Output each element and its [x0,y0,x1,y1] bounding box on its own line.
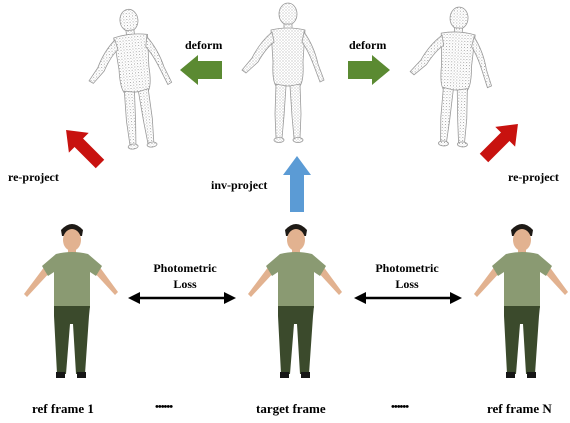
person-shirt [42,252,102,308]
mesh-left-leg [123,90,140,145]
person-ref-frame-N [474,224,568,378]
reproject-arrow-right [474,114,528,168]
mesh-left-foot [128,144,138,150]
mesh-torso [438,31,475,91]
mesh-left-arm [85,40,121,84]
mesh-left-arm [242,32,274,73]
person-left-shoe [506,372,515,378]
person-pants [504,306,540,374]
mesh-left-foot [274,138,284,143]
person-ref-frame-1 [24,224,118,378]
deform-arrow-left [180,55,222,85]
mesh-right-foot [293,138,303,143]
loss-left-line-1: Photometric [130,260,240,276]
label-ref-frame-N: ref frame N [487,401,552,417]
person-pants [278,306,314,374]
loss-arrow-right [354,292,462,304]
label-inv-project: inv-project [211,178,267,193]
label-photometric-loss-left: Photometric Loss [130,260,240,292]
mesh-left-leg [275,84,286,138]
reproject-arrow-left [56,120,110,174]
mesh-figure-center [242,3,324,143]
mesh-figure-right [406,5,495,149]
mesh-head [119,8,139,32]
label-deform-left: deform [185,38,222,53]
mesh-head [279,3,297,25]
inv-project-arrow [283,156,311,212]
ellipsis-left: •••••• [155,401,172,413]
person-right-shoe [527,372,536,378]
mesh-right-leg [138,89,155,144]
ellipsis-right: •••••• [391,401,408,413]
mesh-figure-left [82,6,178,153]
mesh-right-arm [302,32,324,82]
mesh-left-leg [440,87,454,142]
loss-arrow-left [128,292,236,304]
person-head [63,229,81,251]
deform-arrow-right [348,55,390,85]
person-left-shoe [280,372,289,378]
person-right-shoe [301,372,310,378]
person-right-shoe [77,372,86,378]
person-pants [54,306,90,374]
label-deform-right: deform [349,38,386,53]
label-photometric-loss-right: Photometric Loss [352,260,462,292]
label-ref-frame-1: ref frame 1 [32,401,94,417]
mesh-left-foot [438,141,448,147]
mesh-torso [271,28,305,86]
mesh-right-leg [455,88,469,143]
mesh-head [449,7,468,30]
person-head [513,229,531,251]
label-target-frame: target frame [256,401,326,417]
person-left-shoe [56,372,65,378]
loss-left-line-2: Loss [130,276,240,292]
mesh-right-foot [457,142,467,148]
mesh-right-arm [469,37,494,88]
label-reproject-left: re-project [8,170,59,185]
label-reproject-right: re-project [508,170,559,185]
person-head [287,229,305,251]
person-shirt [266,252,326,308]
person-shirt [492,252,552,308]
mesh-right-leg [290,84,301,138]
loss-right-line-2: Loss [352,276,462,292]
loss-right-line-1: Photometric [352,260,462,276]
person-target-frame [248,224,342,378]
mesh-left-arm [410,34,444,77]
